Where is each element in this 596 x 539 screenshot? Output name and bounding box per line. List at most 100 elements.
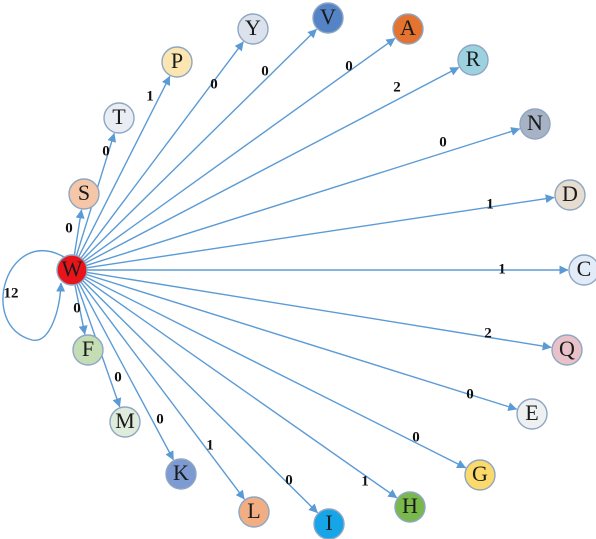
edge-label-W-H: 1 [361,473,369,489]
node-T: T [103,102,135,134]
node-W: W [56,254,88,286]
node-circle-Q [551,334,583,366]
edge-label-W-I: 0 [285,472,293,488]
node-circle-K [165,458,197,490]
node-label-T: T [112,104,126,129]
node-circle-L [238,496,270,528]
node-label-W: W [62,256,83,281]
node-G: G [464,459,496,491]
edge-W-S [73,209,85,258]
node-label-S: S [78,180,90,205]
node-circle-R [457,44,489,76]
node-label-N: N [527,110,543,135]
node-S: S [68,178,100,210]
edge-W-Y [79,41,244,261]
node-N: N [519,108,551,140]
edge-label-W-A: 0 [345,58,353,74]
node-F: F [72,334,104,366]
edge-W-E [84,273,518,411]
node-circle-V [312,2,344,34]
node-D: D [554,179,586,211]
node-K: K [165,458,197,490]
edge-label-W-P: 1 [146,88,154,104]
node-label-I: I [325,510,332,535]
self-loop-label: 12 [4,285,19,301]
node-label-M: M [115,408,135,433]
node-E: E [516,398,548,430]
node-label-A: A [400,15,416,40]
node-A: A [392,13,424,45]
node-circle-D [554,179,586,211]
node-circle-M [109,406,141,438]
edge-label-W-Y: 0 [210,76,218,92]
edge-W-N [84,127,521,267]
node-circle-T [103,102,135,134]
edge-W-F [73,282,88,335]
node-Y: Y [237,13,269,45]
node-circle-F [72,334,104,366]
node-circle-H [394,491,426,523]
edge-W-A [82,37,396,263]
node-label-L: L [247,498,260,523]
node-label-Q: Q [559,336,575,361]
edge-label-W-K: 0 [156,411,164,427]
edge-label-W-C: 1 [498,261,506,277]
edge-label-W-E: 0 [466,386,474,402]
edge-W-Q [84,271,552,351]
edge-label-W-L: 1 [206,437,214,453]
nodes-layer: W S T P Y V A R N D C Q E G H I L K M F [56,2,596,539]
edge-label-W-T: 0 [102,143,110,159]
edge-label-W-V: 0 [261,63,269,79]
edge-label-W-S: 0 [65,220,73,236]
node-M: M [109,406,141,438]
node-label-Y: Y [245,15,261,40]
node-C: C [568,254,596,286]
edge-label-W-M: 0 [114,369,122,385]
node-I: I [313,508,345,539]
edge-W-V [80,28,318,262]
edge-label-W-G: 0 [412,429,420,445]
edge-W-K [77,281,175,461]
edge-label-W-F: 0 [73,300,81,316]
node-circle-P [161,46,193,78]
edge-label-W-Q: 2 [484,325,492,341]
edge-W-D [84,194,555,269]
node-label-F: F [82,336,94,361]
node-circle-E [516,398,548,430]
node-circle-S [68,178,100,210]
node-label-D: D [562,181,578,206]
node-circle-A [392,13,424,45]
edge-W-P [77,75,171,259]
node-label-K: K [173,460,189,485]
node-label-H: H [402,493,418,518]
node-H: H [394,491,426,523]
edge-label-W-R: 2 [393,79,401,95]
node-circle-W [56,254,88,286]
node-label-G: G [472,461,488,486]
edge-W-L [79,279,245,500]
edge-W-G [83,275,467,469]
node-label-P: P [171,48,183,73]
node-circle-Y [237,13,269,45]
node-label-E: E [525,400,538,425]
edges-layer [2,28,569,514]
edge-label-W-N: 0 [439,134,447,150]
node-label-C: C [577,256,592,281]
node-Q: Q [551,334,583,366]
node-R: R [457,44,489,76]
node-L: L [238,496,270,528]
self-loop-edge-W [2,250,66,341]
node-circle-G [464,459,496,491]
edge-label-W-D: 1 [486,196,494,212]
edge-W-I [80,278,319,514]
node-label-V: V [320,4,336,29]
node-V: V [312,2,344,34]
edge-W-H [82,276,398,499]
node-P: P [161,46,193,78]
node-circle-C [568,254,596,286]
node-circle-N [519,108,551,140]
node-label-R: R [466,46,481,71]
